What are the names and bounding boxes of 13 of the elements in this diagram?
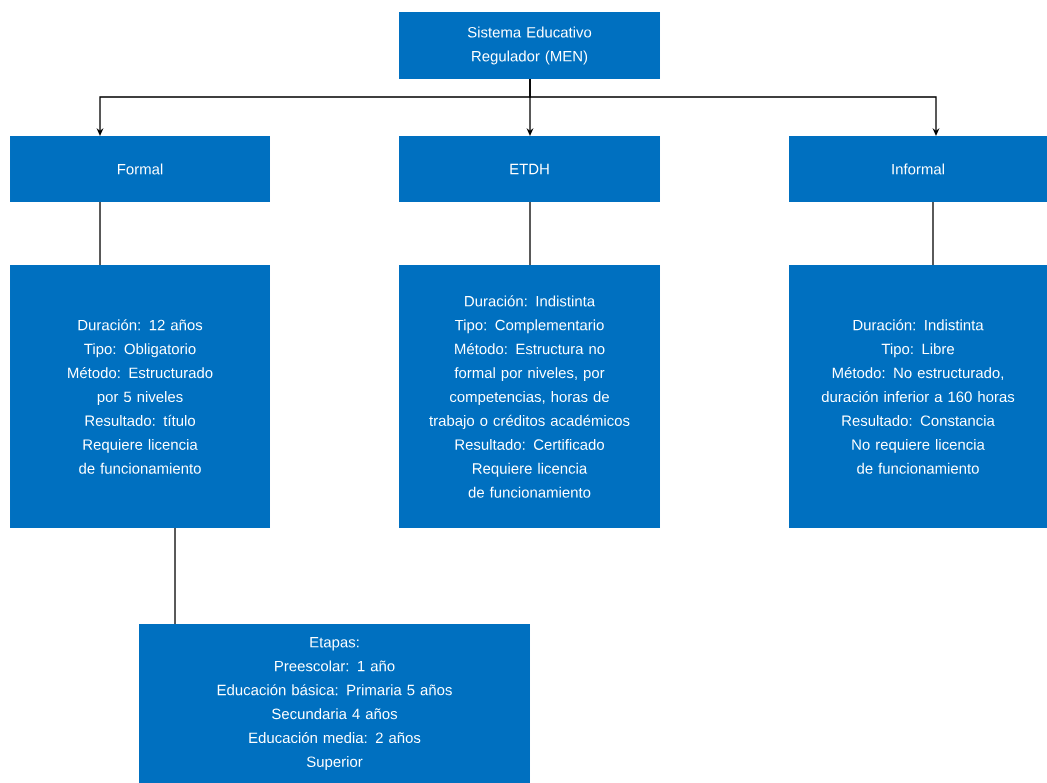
connector-line <box>99 201 101 266</box>
connector-arrow <box>529 78 940 136</box>
connector-line <box>174 527 176 625</box>
category-box: Informal <box>789 136 1047 202</box>
category-box: Formal <box>10 136 270 202</box>
category-box: ETDH <box>399 136 660 202</box>
connector-line <box>932 201 934 266</box>
description-box: Etapas: Preescolar: 1 año Educación básica: Primaria 5 años Secundaria 4 años Educación media: 2 años Superior <box>139 624 530 783</box>
category-box: Sistema Educativo Regulador (MEN) <box>399 12 660 79</box>
description-box: Duración: 12 años Tipo: Obligatorio Método: Estructurado por 5 niveles Resultado: título Requiere licencia de funcionamiento <box>10 265 270 528</box>
description-box: Duración: Indistinta Tipo: Complementario Método: Estructura no formal por niveles, por competencias, horas de trabajo o créditos académicos Resultado: Certificado Requiere licencia de funcionamiento <box>399 265 660 528</box>
description-box: Duración: Indistinta Tipo: Libre Método: No estructurado, duración inferior a 160 horas Resultado: Constancia No requiere licencia de funcionamiento <box>789 265 1047 528</box>
connector-line <box>529 201 531 266</box>
